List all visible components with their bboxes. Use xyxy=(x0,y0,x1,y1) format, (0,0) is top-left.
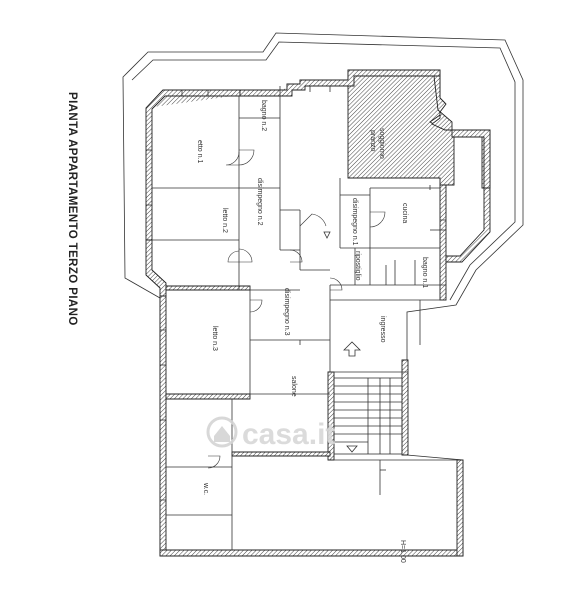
wall-corridor xyxy=(165,285,251,291)
room-label-bagno1: bagno n.1 xyxy=(421,257,428,288)
room-label-letto2: letto n.2 xyxy=(221,208,228,233)
room-label-disimpegno2: disimpegno n.2 xyxy=(256,178,263,226)
room-label-ingresso: ingresso xyxy=(379,316,386,343)
room-label-disimpegno3: disimpegno n.3 xyxy=(283,288,290,336)
wall-east-lower xyxy=(456,459,464,557)
wall-south xyxy=(159,549,464,557)
room-label-pranzo: pranzo xyxy=(369,130,376,152)
room-label-bagno2: bagno n.2 xyxy=(260,100,267,131)
room-label-salone: salone xyxy=(290,376,297,397)
room-labels: etto n.1 bagno n.2 soggiorno pranzo lett… xyxy=(196,100,428,563)
room-label-letto1: etto n.1 xyxy=(196,140,203,163)
interior-partitions xyxy=(152,86,457,550)
wall-stair-east xyxy=(401,359,409,456)
wall-salone-bottom xyxy=(231,451,331,457)
wall-east-middle xyxy=(439,184,447,301)
plan-title: PIANTA APPARTAMENTO TERZO PIANO xyxy=(66,92,78,326)
watermark-text: casa.it xyxy=(242,418,335,451)
watermark: casa.it xyxy=(206,416,335,451)
room-label-height: H=1.00 xyxy=(399,540,406,563)
terrace-inner-outline xyxy=(131,41,516,301)
room-label-letto3: letto n.3 xyxy=(211,326,218,351)
room-label-wc: w.c. xyxy=(202,482,209,495)
stair-arrow-up xyxy=(343,341,361,357)
wall-west-lower xyxy=(159,295,167,557)
window-ticks xyxy=(146,86,446,501)
room-label-ripostiglio: ripostiglio xyxy=(354,251,361,281)
staircase xyxy=(333,377,403,455)
level-arrow xyxy=(323,231,331,239)
room-label-disimpegno1: disimpegno n.1 xyxy=(351,198,358,246)
wall-lower-horizontal xyxy=(165,393,251,400)
stair-arrow-down xyxy=(346,445,358,453)
wall-west xyxy=(145,239,167,297)
doors xyxy=(207,149,386,469)
room-label-cucina: cucina xyxy=(401,203,408,223)
wall-east-step xyxy=(445,187,491,263)
wall-east-bay xyxy=(431,75,491,189)
room-label-soggiorno: soggiorno xyxy=(378,128,385,159)
